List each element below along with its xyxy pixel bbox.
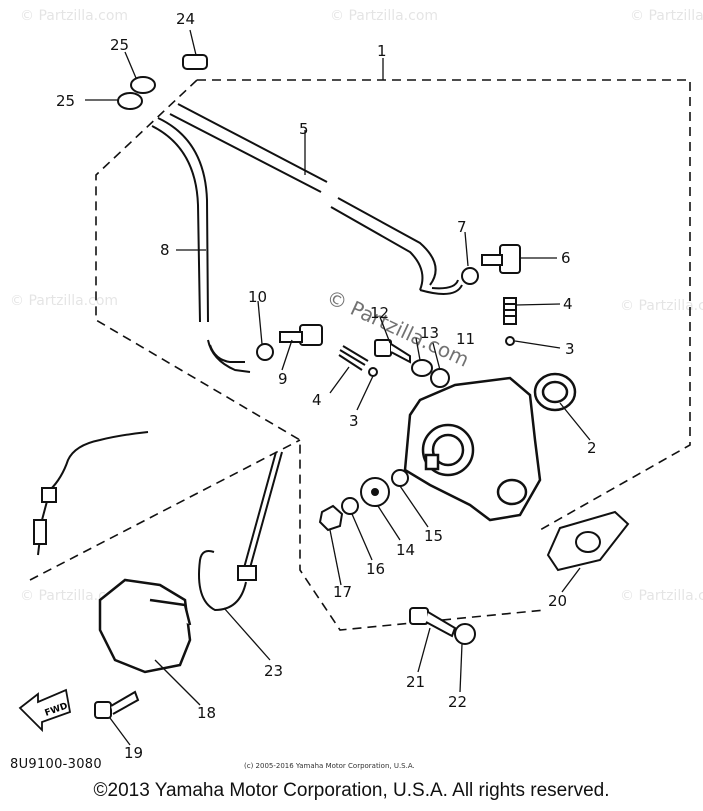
callout-15: 15 xyxy=(424,527,443,545)
svg-text:© Partzilla.com: © Partzilla.com xyxy=(20,8,128,24)
callout-20: 20 xyxy=(548,592,567,610)
washer-15 xyxy=(391,469,409,487)
svg-text:© Partzilla.com: © Partzilla.com xyxy=(620,298,703,314)
callout-3: 3 xyxy=(565,340,575,358)
clamp-25-upper xyxy=(130,76,156,94)
gasket-20 xyxy=(546,510,630,572)
nut-7 xyxy=(461,267,479,285)
callout-3: 3 xyxy=(349,412,359,430)
callout-23: 23 xyxy=(264,662,283,680)
nut-10 xyxy=(256,343,274,361)
bolt-19 xyxy=(94,690,140,719)
callout-4: 4 xyxy=(312,391,322,409)
nut-22 xyxy=(454,623,476,645)
hose-8 xyxy=(151,117,251,373)
callout-6: 6 xyxy=(561,249,571,267)
callout-13: 13 xyxy=(420,324,439,342)
callout-labels: 1 2 3 3 4 4 5 6 7 8 9 10 11 12 13 14 15 … xyxy=(56,10,597,762)
svg-text:© Partzilla.com: © Partzilla.com xyxy=(10,293,118,309)
callout-12: 12 xyxy=(370,304,389,322)
callout-11: 11 xyxy=(456,330,475,348)
spring-4-right xyxy=(503,297,517,325)
oil-pump-body xyxy=(403,376,542,522)
small-copyright-notice: (c) 2005-2016 Yamaha Motor Corporation, … xyxy=(244,762,415,770)
svg-text:© Partzilla.com: © Partzilla.com xyxy=(330,8,438,24)
callout-4: 4 xyxy=(563,295,573,313)
nut-17 xyxy=(318,504,344,532)
ball-3-left xyxy=(368,367,378,377)
callout-14: 14 xyxy=(396,541,415,559)
hose-5 xyxy=(169,103,463,295)
leader-lines xyxy=(85,29,591,746)
ball-3-right xyxy=(505,336,515,346)
bolt-21 xyxy=(409,607,457,638)
callout-24: 24 xyxy=(176,10,195,28)
svg-text:© Partzilla.com: © Partzilla.com xyxy=(630,8,703,24)
washer-16 xyxy=(341,497,359,515)
bolt-12 xyxy=(374,339,411,364)
drive-plate-14 xyxy=(360,477,390,507)
pump-cover-18 xyxy=(98,578,192,674)
callout-10: 10 xyxy=(248,288,267,306)
callout-25: 25 xyxy=(56,92,75,110)
svg-text:© Partzilla.com: © Partzilla.com xyxy=(620,588,703,604)
clamp-25-lower xyxy=(117,92,143,110)
footer-copyright: ©2013 Yamaha Motor Corporation, U.S.A. A… xyxy=(93,780,610,801)
o-ring-11 xyxy=(430,368,450,388)
elbow-fitting-9 xyxy=(279,324,323,346)
washer-13 xyxy=(411,359,433,377)
callout-5: 5 xyxy=(299,120,309,138)
callout-22: 22 xyxy=(448,693,467,711)
elbow-fitting-6 xyxy=(481,244,521,274)
callout-19: 19 xyxy=(124,744,143,762)
callout-7: 7 xyxy=(457,218,467,236)
forward-arrow-icon: FWD xyxy=(18,688,72,733)
callout-1: 1 xyxy=(377,42,387,60)
callout-2: 2 xyxy=(587,439,597,457)
oil-seal-2 xyxy=(533,372,577,412)
callout-21: 21 xyxy=(406,673,425,691)
clamp-24 xyxy=(182,54,208,70)
spring-4-left xyxy=(338,345,369,371)
callout-8: 8 xyxy=(160,241,170,259)
callout-16: 16 xyxy=(366,560,385,578)
diagram-part-code: 8U9100-3080 xyxy=(10,757,102,772)
callout-9: 9 xyxy=(278,370,288,388)
callout-25: 25 xyxy=(110,36,129,54)
control-cable-23 xyxy=(198,451,283,612)
callout-18: 18 xyxy=(197,704,216,722)
sensor-cable xyxy=(33,431,149,556)
assembly-boundary xyxy=(29,79,691,631)
callout-17: 17 xyxy=(333,583,352,601)
